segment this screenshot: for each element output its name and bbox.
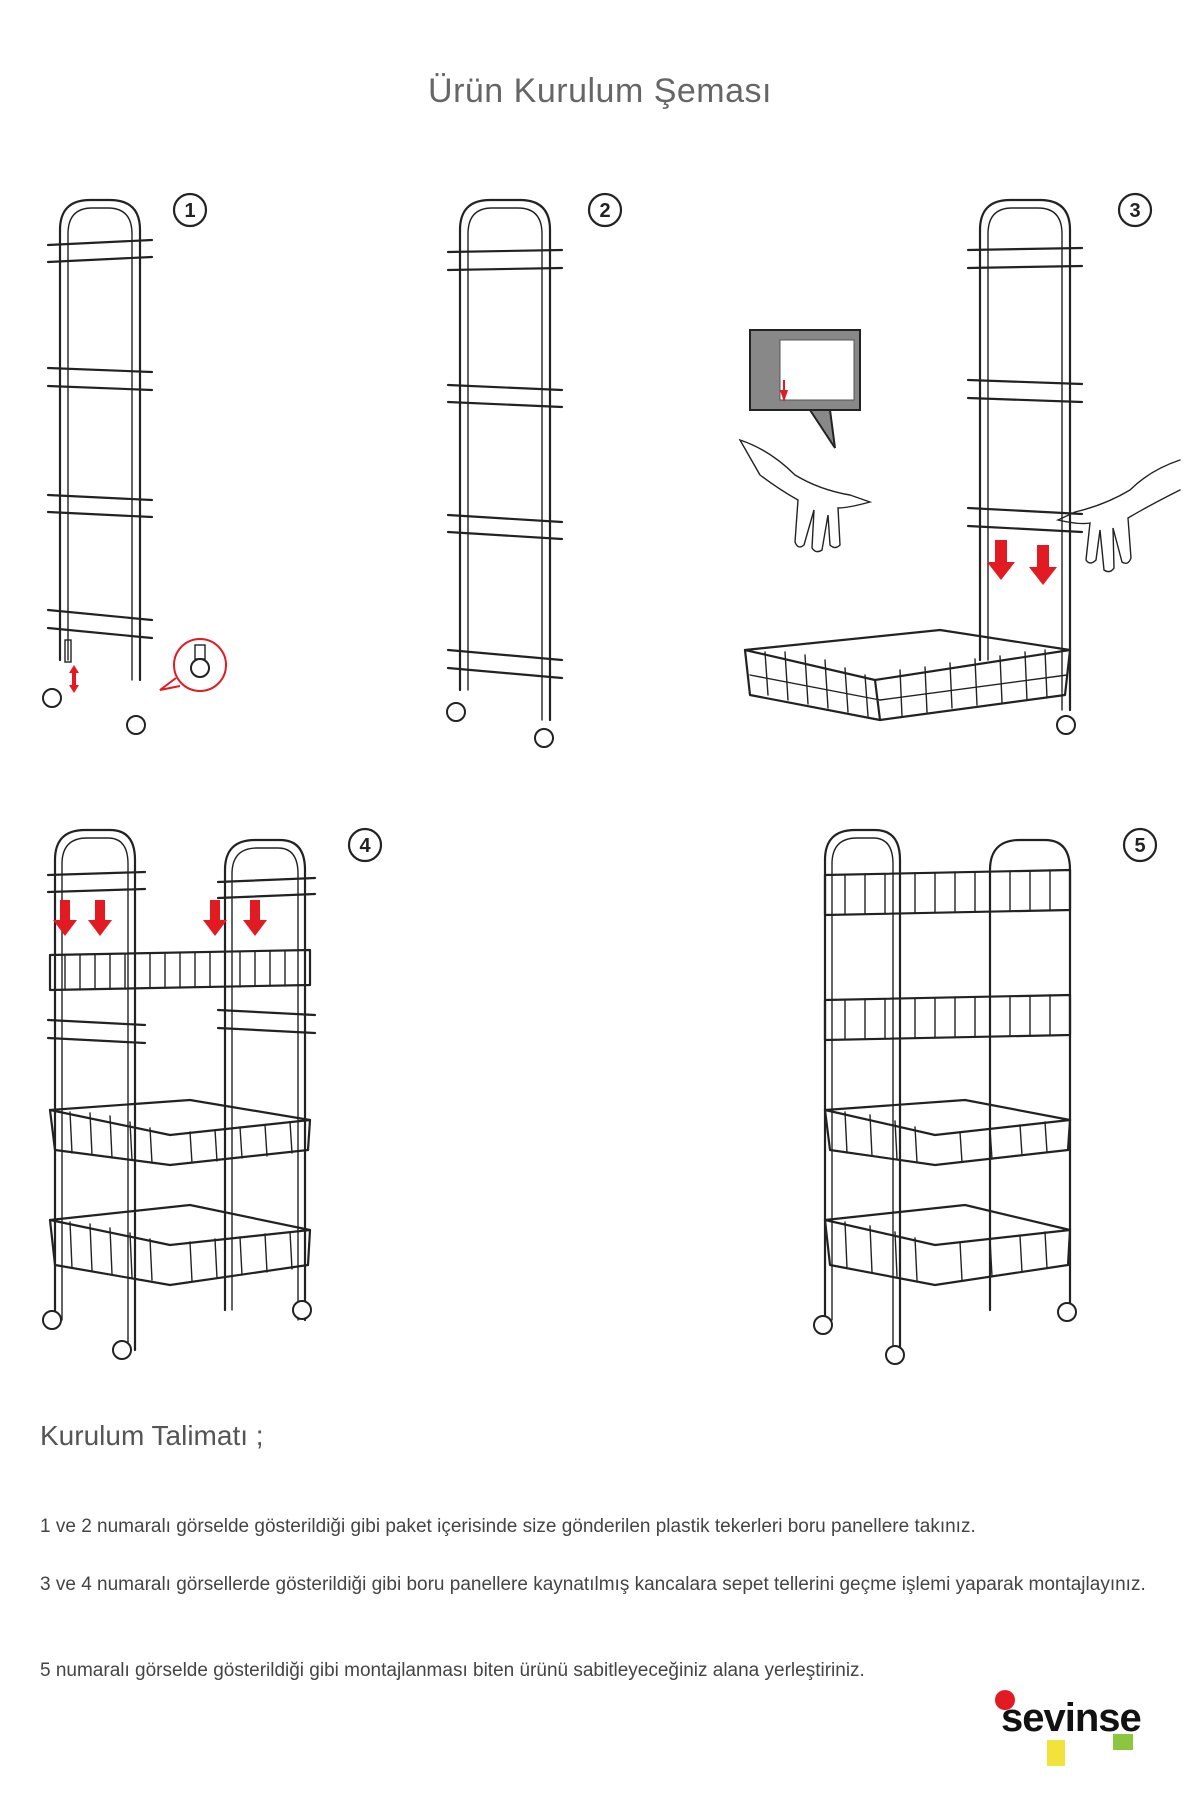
instruction-paragraph: 3 ve 4 numaralı görsellerde gösterildiği… [40,1574,1146,1595]
instruction-paragraph: 5 numaralı görselde gösterildiği gibi mo… [40,1660,865,1681]
wheel-icon [885,1345,905,1365]
step-number: 4 [359,835,371,857]
wheel-icon [1057,1302,1077,1322]
step-number: 1 [184,200,195,222]
logo-green-block [1113,1734,1133,1750]
step-number: 2 [599,200,610,222]
wheel-icon [1056,715,1076,735]
step-1-figure: 1 [40,190,240,750]
basket-tier-3 [823,1098,1072,1167]
wheel-icon [813,1315,833,1335]
instructions-heading: Kurulum Talimatı ; [40,1420,264,1451]
wheel-icon [534,728,554,748]
basket-tier-1 [823,868,1072,917]
step-4-figure: 4 [40,820,383,1380]
step-3-figure: 3 [738,190,1181,750]
basket-tier-4 [823,1203,1072,1287]
logo-red-dot [995,1690,1015,1710]
step-5-figure: 5 [813,820,1158,1380]
basket-tier-2 [823,993,1072,1042]
wheel-icon [112,1340,132,1360]
logo-text: sevinse [1001,1696,1142,1740]
instruction-paragraph: 1 ve 2 numaralı görselde gösterildiği gi… [40,1516,976,1537]
wheel-icon [42,1310,62,1330]
wheel-icon [292,1300,312,1320]
wheel-icon [446,702,466,722]
page-title: Ürün Kurulum Şeması [428,72,772,110]
step-number-badge [1122,827,1158,863]
wheel-icon [42,688,62,708]
step-2-figure: 2 [440,190,640,750]
step-number-badge [347,827,383,863]
step-number-badge [587,192,623,228]
brand-logo: sevinse [995,1690,1155,1770]
step-number-badge [172,192,208,228]
logo-yellow-block [1047,1740,1065,1766]
step-number-badge [1117,192,1153,228]
wheel-icon [126,715,146,735]
step-number: 3 [1129,200,1140,222]
step-number: 5 [1134,835,1145,857]
